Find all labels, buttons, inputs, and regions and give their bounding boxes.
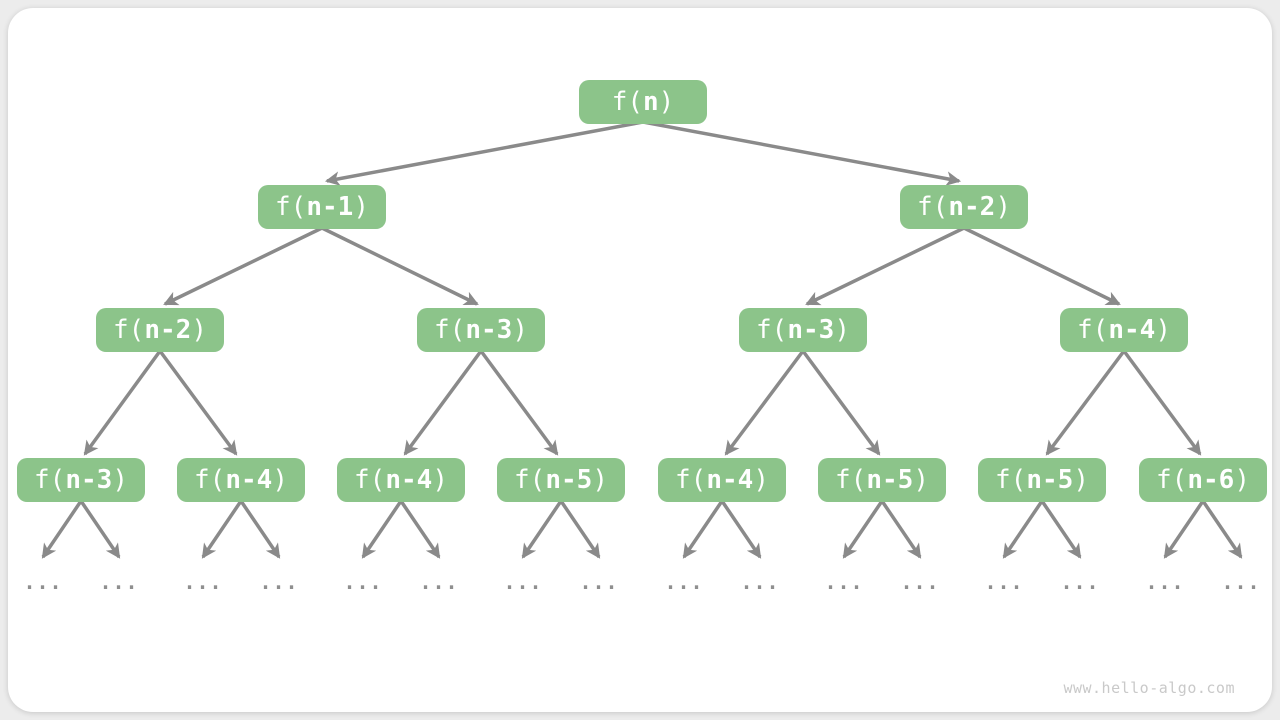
node-label-arg: n-5 (1026, 465, 1074, 495)
ellipsis-13: ... (984, 570, 1024, 594)
node-label-close: ) (432, 465, 448, 495)
tree-node-l4-5: f(n-4) (658, 458, 786, 502)
node-label-close: ) (834, 315, 850, 345)
ellipsis-11: ... (824, 570, 864, 594)
node-label-arg: n-6 (1187, 465, 1235, 495)
node-label-close: ) (592, 465, 608, 495)
node-label: f( (995, 465, 1027, 495)
ellipsis-6: ... (419, 570, 459, 594)
node-label-arg: n-3 (787, 315, 835, 345)
node-label: f( (611, 87, 643, 117)
node-label: f( (1156, 465, 1188, 495)
ellipsis-3: ... (183, 570, 223, 594)
node-label: f( (113, 315, 145, 345)
node-label-arg: n-5 (545, 465, 593, 495)
node-label-close: ) (753, 465, 769, 495)
node-label: f( (34, 465, 66, 495)
ellipsis-15: ... (1145, 570, 1185, 594)
node-label-arg: n-5 (866, 465, 914, 495)
node-label-arg: n-4 (706, 465, 754, 495)
node-label-close: ) (1073, 465, 1089, 495)
tree-node-l4-6: f(n-5) (818, 458, 946, 502)
node-label-arg: n (643, 87, 659, 117)
ellipsis-1: ... (23, 570, 63, 594)
ellipsis-9: ... (664, 570, 704, 594)
node-label: f( (1077, 315, 1109, 345)
tree-node-l2-1: f(n-1) (258, 185, 386, 229)
node-label-close: ) (272, 465, 288, 495)
node-label: f( (835, 465, 867, 495)
tree-node-l4-3: f(n-4) (337, 458, 465, 502)
tree-node-l3-3: f(n-3) (739, 308, 867, 352)
node-label-arg: n-4 (385, 465, 433, 495)
node-label-arg: n-1 (306, 192, 354, 222)
node-label-close: ) (995, 192, 1011, 222)
node-label-close: ) (1234, 465, 1250, 495)
node-label-close: ) (1155, 315, 1171, 345)
ellipsis-16: ... (1221, 570, 1261, 594)
node-label-arg: n-2 (948, 192, 996, 222)
tree-node-l2-2: f(n-2) (900, 185, 1028, 229)
tree-node-l3-2: f(n-3) (417, 308, 545, 352)
node-label-arg: n-3 (65, 465, 113, 495)
node-label-close: ) (112, 465, 128, 495)
tree-node-l4-2: f(n-4) (177, 458, 305, 502)
node-label: f( (354, 465, 386, 495)
tree-node-l3-1: f(n-2) (96, 308, 224, 352)
ellipsis-12: ... (900, 570, 940, 594)
ellipsis-2: ... (99, 570, 139, 594)
node-label-arg: n-4 (1108, 315, 1156, 345)
ellipsis-7: ... (503, 570, 543, 594)
node-label: f( (194, 465, 226, 495)
node-label-arg: n-3 (465, 315, 513, 345)
node-label-close: ) (512, 315, 528, 345)
node-label-close: ) (353, 192, 369, 222)
node-label: f( (434, 315, 466, 345)
node-label-close: ) (913, 465, 929, 495)
tree-node-l3-4: f(n-4) (1060, 308, 1188, 352)
tree-node-l4-7: f(n-5) (978, 458, 1106, 502)
ellipsis-4: ... (259, 570, 299, 594)
node-label-arg: n-2 (144, 315, 192, 345)
node-label: f( (675, 465, 707, 495)
node-label-close: ) (658, 87, 675, 117)
node-label: f( (275, 192, 307, 222)
ellipsis-8: ... (579, 570, 619, 594)
tree-node-l4-1: f(n-3) (17, 458, 145, 502)
watermark: www.hello-algo.com (1063, 679, 1235, 697)
tree-node-l4-8: f(n-6) (1139, 458, 1267, 502)
node-label-close: ) (191, 315, 207, 345)
ellipsis-5: ... (343, 570, 383, 594)
node-label: f( (514, 465, 546, 495)
tree-node-l1-1: f(n) (579, 80, 707, 124)
node-label: f( (917, 192, 949, 222)
node-label-arg: n-4 (225, 465, 273, 495)
ellipsis-14: ... (1060, 570, 1100, 594)
tree-node-l4-4: f(n-5) (497, 458, 625, 502)
node-label: f( (756, 315, 788, 345)
ellipsis-10: ... (740, 570, 780, 594)
